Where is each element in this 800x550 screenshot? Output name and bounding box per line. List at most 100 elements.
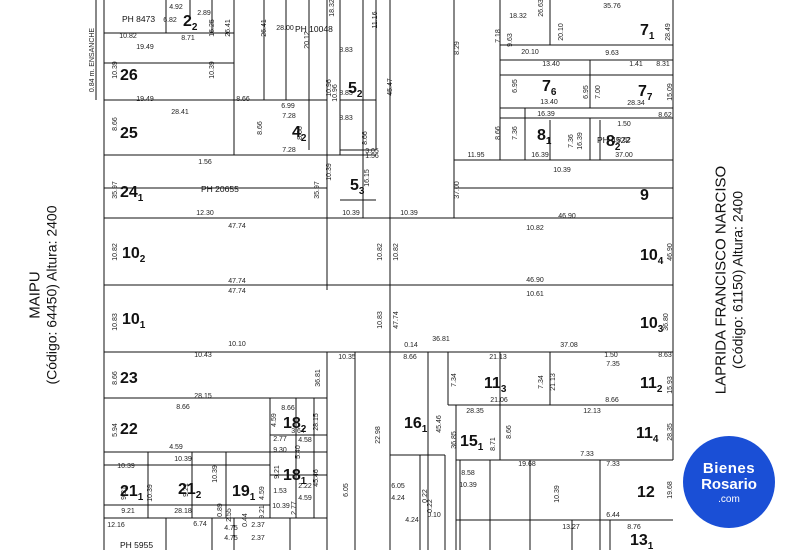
dimension-label: 12.30 xyxy=(196,210,214,217)
ph-label: PH 8473 xyxy=(122,14,155,24)
street-label-east: LAPRIDA FRANCISCO NARCISO (Código: 61150… xyxy=(712,166,745,394)
dimension-label: 8.71 xyxy=(490,437,497,451)
dimension-label: 8.66 xyxy=(506,425,513,439)
dimension-label: 6.44 xyxy=(606,512,620,519)
ph-label: PH 5955 xyxy=(120,540,153,550)
parcel-number: 26 xyxy=(120,67,138,84)
dimension-label: 28.34 xyxy=(627,100,645,107)
street-code-east: (Código: 61150) Altura: 2400 xyxy=(729,191,746,369)
dimension-label: 7.36 xyxy=(568,134,575,148)
dimension-label: 4.24 xyxy=(391,495,405,502)
parcel-number: 212 xyxy=(178,481,202,501)
dimension-label: 8.62 xyxy=(617,137,631,144)
dimension-label: 10.39 xyxy=(553,167,571,174)
dimension-label: 10.39 xyxy=(117,463,135,470)
dimension-label: 19.68 xyxy=(667,481,674,499)
dimension-label: 28.35 xyxy=(466,408,484,415)
dimension-label: 9.30 xyxy=(273,447,287,454)
dimension-label: 4.92 xyxy=(169,4,183,11)
dimension-label: 36.81 xyxy=(432,336,450,343)
dimension-label: 8.29 xyxy=(454,41,461,55)
logo-line-1: Bienes xyxy=(702,460,756,477)
dimension-label: 16.25 xyxy=(209,19,216,37)
dimension-label: 3.64 xyxy=(291,428,305,435)
parcel-number: 151 xyxy=(460,433,484,453)
dimension-label: 22.98 xyxy=(375,426,382,444)
dimension-label: 4.75 xyxy=(224,525,238,532)
dimension-label: 10.39 xyxy=(209,61,216,79)
parcel-number: 42 xyxy=(292,124,307,144)
dimension-label: 10.39 xyxy=(342,210,360,217)
parcel-number: 181 xyxy=(283,467,307,487)
dimension-label: 9.21 xyxy=(274,465,281,479)
dimension-label: 15.09 xyxy=(667,83,674,101)
dimension-label: 21.13 xyxy=(489,354,507,361)
dimension-label: 5.94 xyxy=(112,423,119,437)
parcel-number: 191 xyxy=(232,483,256,503)
dimension-label: 2.89 xyxy=(197,10,211,17)
dimension-label: 10.82 xyxy=(119,33,137,40)
dimension-label: 10.39 xyxy=(326,163,333,181)
logo-line-2: Rosario xyxy=(701,476,757,493)
dimension-label: 35.97 xyxy=(112,181,119,199)
dimension-label: 9.21 xyxy=(121,508,135,515)
dimension-label: 10.83 xyxy=(377,311,384,329)
dimension-label: 6.05 xyxy=(343,483,350,497)
dimension-label: 47.74 xyxy=(228,288,246,295)
dimension-label: 7.28 xyxy=(282,113,296,120)
dimension-label: 8.66 xyxy=(403,354,417,361)
dimension-label: 10.43 xyxy=(194,352,212,359)
dimension-label: 36.81 xyxy=(315,369,322,387)
dimension-label: 19.68 xyxy=(518,461,536,468)
dimension-label: 28.35 xyxy=(667,423,674,441)
dimension-label: 37.00 xyxy=(615,152,633,159)
dimension-label: 8.58 xyxy=(461,470,475,477)
dimension-label: 7.34 xyxy=(538,375,545,389)
dimension-label: 26.41 xyxy=(261,19,268,37)
parcel-number: 112 xyxy=(640,375,663,395)
dimension-label: 47.74 xyxy=(228,278,246,285)
parcel-boundaries xyxy=(95,0,674,550)
dimension-label: 7.33 xyxy=(606,461,620,468)
dimension-label: 26.41 xyxy=(225,19,232,37)
dimension-label: 6.99 xyxy=(281,103,295,110)
dimension-label: 12.13 xyxy=(583,408,601,415)
dimension-label: 0.89 xyxy=(217,503,224,517)
dimension-label: 6.05 xyxy=(391,483,405,490)
parcel-number: 9 xyxy=(640,187,649,204)
dimension-label: 13.27 xyxy=(562,524,580,531)
dimension-label: 10.82 xyxy=(526,225,544,232)
dimension-label: 28.15 xyxy=(313,413,320,431)
dimension-label: 19.49 xyxy=(136,44,154,51)
parcel-number: 12 xyxy=(637,484,655,501)
dimension-label: 20.10 xyxy=(521,49,539,56)
dimension-label: 3.05 xyxy=(365,148,379,155)
bienes-rosario-logo[interactable]: Bienes Rosario .com xyxy=(683,436,775,528)
dimension-label: 10.39 xyxy=(400,210,418,217)
dimension-label: 28.15 xyxy=(194,393,212,400)
dimension-label: 10.82 xyxy=(393,243,400,261)
dimension-label: 26.63 xyxy=(538,0,545,17)
dimension-label: 2.77 xyxy=(291,501,298,515)
dimension-label: 8.66 xyxy=(362,131,369,145)
dimension-label: 10.39 xyxy=(147,484,154,502)
dimension-label: 9.21 xyxy=(183,483,190,497)
dimension-label: 46.90 xyxy=(526,277,544,284)
parcel-number: 71 xyxy=(640,22,655,42)
dimension-label: 0.10 xyxy=(427,512,441,519)
dimension-label: 16.39 xyxy=(537,111,555,118)
dimension-label: 15.93 xyxy=(667,376,674,394)
dimension-label: 8.66 xyxy=(112,117,119,131)
dimension-label: 7.36 xyxy=(512,126,519,140)
street-name-east: LAPRIDA FRANCISCO NARCISO xyxy=(712,165,730,395)
dimension-label: 4.58 xyxy=(298,437,312,444)
dimension-label: 8.83 xyxy=(339,90,353,97)
parcel-number: 25 xyxy=(120,125,138,142)
dimension-label: 20.10 xyxy=(558,23,565,41)
dimension-label: 8.66 xyxy=(297,126,304,140)
dimension-label: 1.53 xyxy=(273,488,287,495)
dimension-label: 7.34 xyxy=(451,373,458,387)
dimension-label: 10.82 xyxy=(112,243,119,261)
